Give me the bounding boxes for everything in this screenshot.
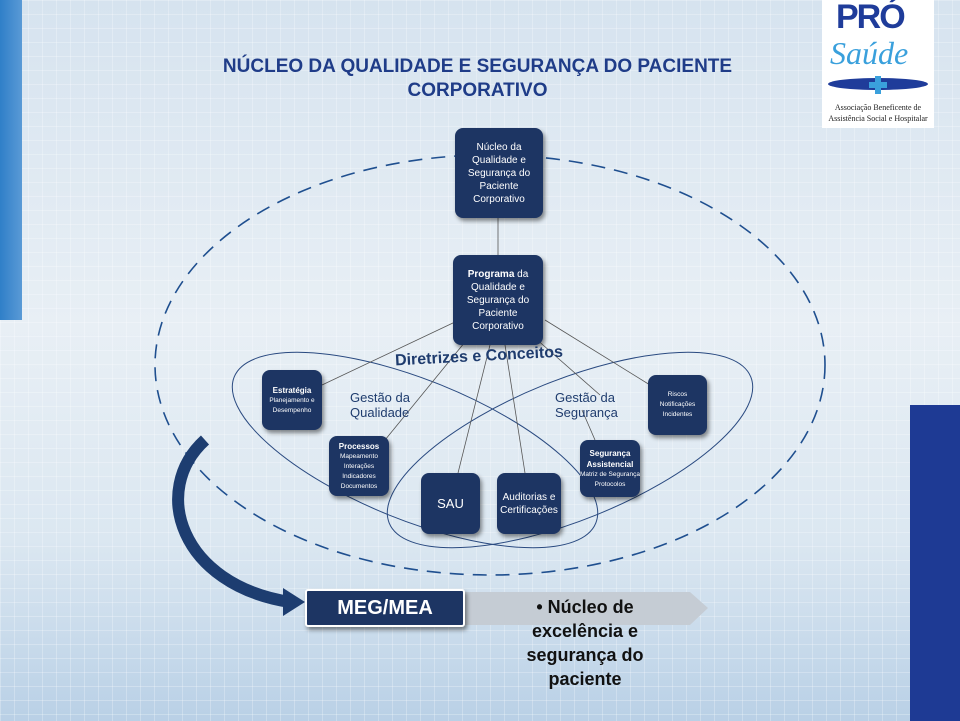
sau-box: SAU xyxy=(421,473,480,534)
left-accent-bar xyxy=(0,0,22,320)
plus-icon xyxy=(869,76,887,94)
logo-text: PRÓ xyxy=(836,0,906,36)
bullet-text: • Núcleo de excelência e segurança do pa… xyxy=(526,597,644,689)
right-accent-block xyxy=(910,405,960,721)
logo-pro-saude: PRÓ Saúde Associação Beneficente de Assi… xyxy=(822,0,934,128)
nucleo-box: Núcleo da Qualidade e Segurança do Pacie… xyxy=(455,128,543,218)
logo-caption: Associação Beneficente de Assistência So… xyxy=(828,103,928,123)
meg-mea-box: MEG/MEA xyxy=(305,589,465,627)
logo-script: Saúde xyxy=(830,35,909,71)
gray-arrow xyxy=(465,592,708,625)
quality-ellipse xyxy=(231,351,599,549)
arrow-head xyxy=(283,588,305,616)
gestao-qualidade-label: Gestão da Qualidade xyxy=(350,390,410,420)
page-title: NÚCLEO DA QUALIDADE E SEGURANÇA DO PACIE… xyxy=(222,56,733,101)
curved-arrow xyxy=(172,435,291,608)
programa-box: Programa da Qualidade e Segurança do Pac… xyxy=(453,255,543,345)
auditorias-box: Auditorias e Certificações xyxy=(497,473,561,534)
gestao-seguranca-label: Gestão da Segurança xyxy=(555,390,618,420)
safety-ellipse xyxy=(386,351,754,549)
